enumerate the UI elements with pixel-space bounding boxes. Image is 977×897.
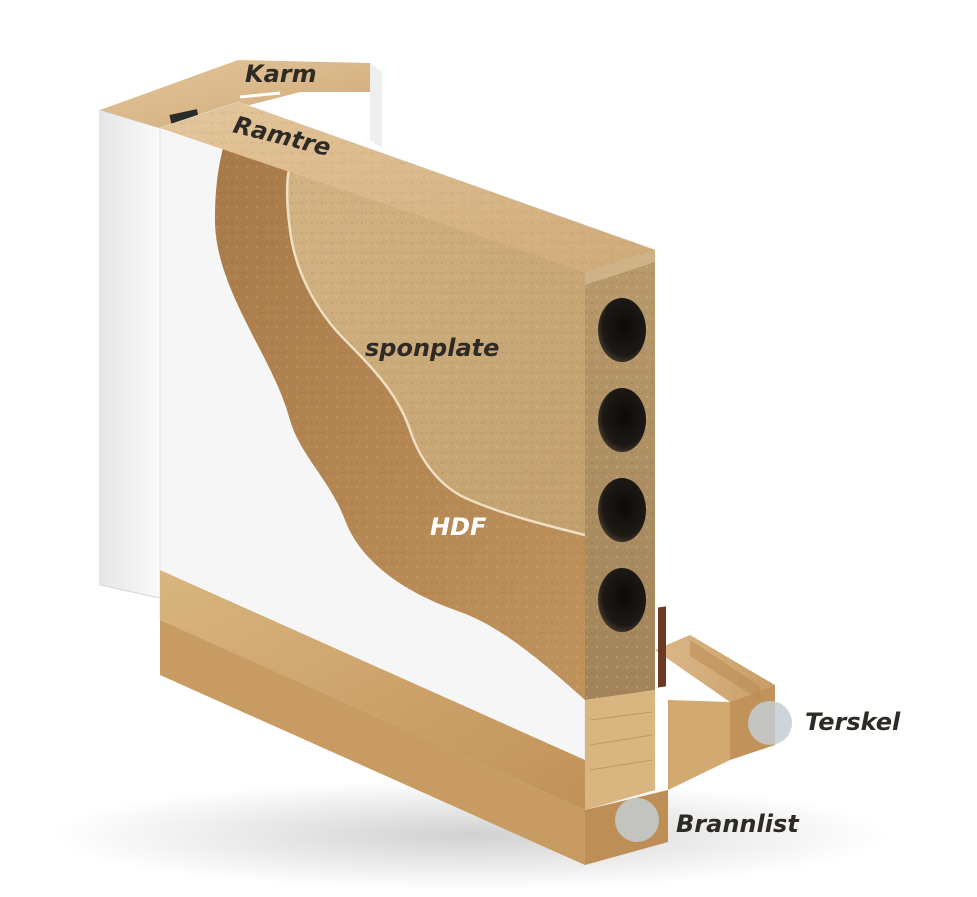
brannlist-label: Brannlist xyxy=(676,810,800,838)
core-hole xyxy=(598,388,646,452)
brannlist-strip xyxy=(658,606,666,688)
sponplate-label: sponplate xyxy=(365,334,499,362)
core-holes xyxy=(598,298,646,632)
terskel-label: Terskel xyxy=(805,708,901,736)
floor-shadow xyxy=(50,780,890,890)
bottom-rail-face xyxy=(160,570,585,810)
karm-label: Karm xyxy=(245,60,317,88)
core-hole xyxy=(598,568,646,632)
terskel-marker xyxy=(748,701,792,745)
core-hole xyxy=(598,478,646,542)
core-hole xyxy=(598,298,646,362)
bottom-rail-edge xyxy=(585,690,655,810)
hdf-label: HDF xyxy=(430,513,487,541)
brannlist-marker xyxy=(615,798,659,842)
karm-frame xyxy=(99,60,382,599)
